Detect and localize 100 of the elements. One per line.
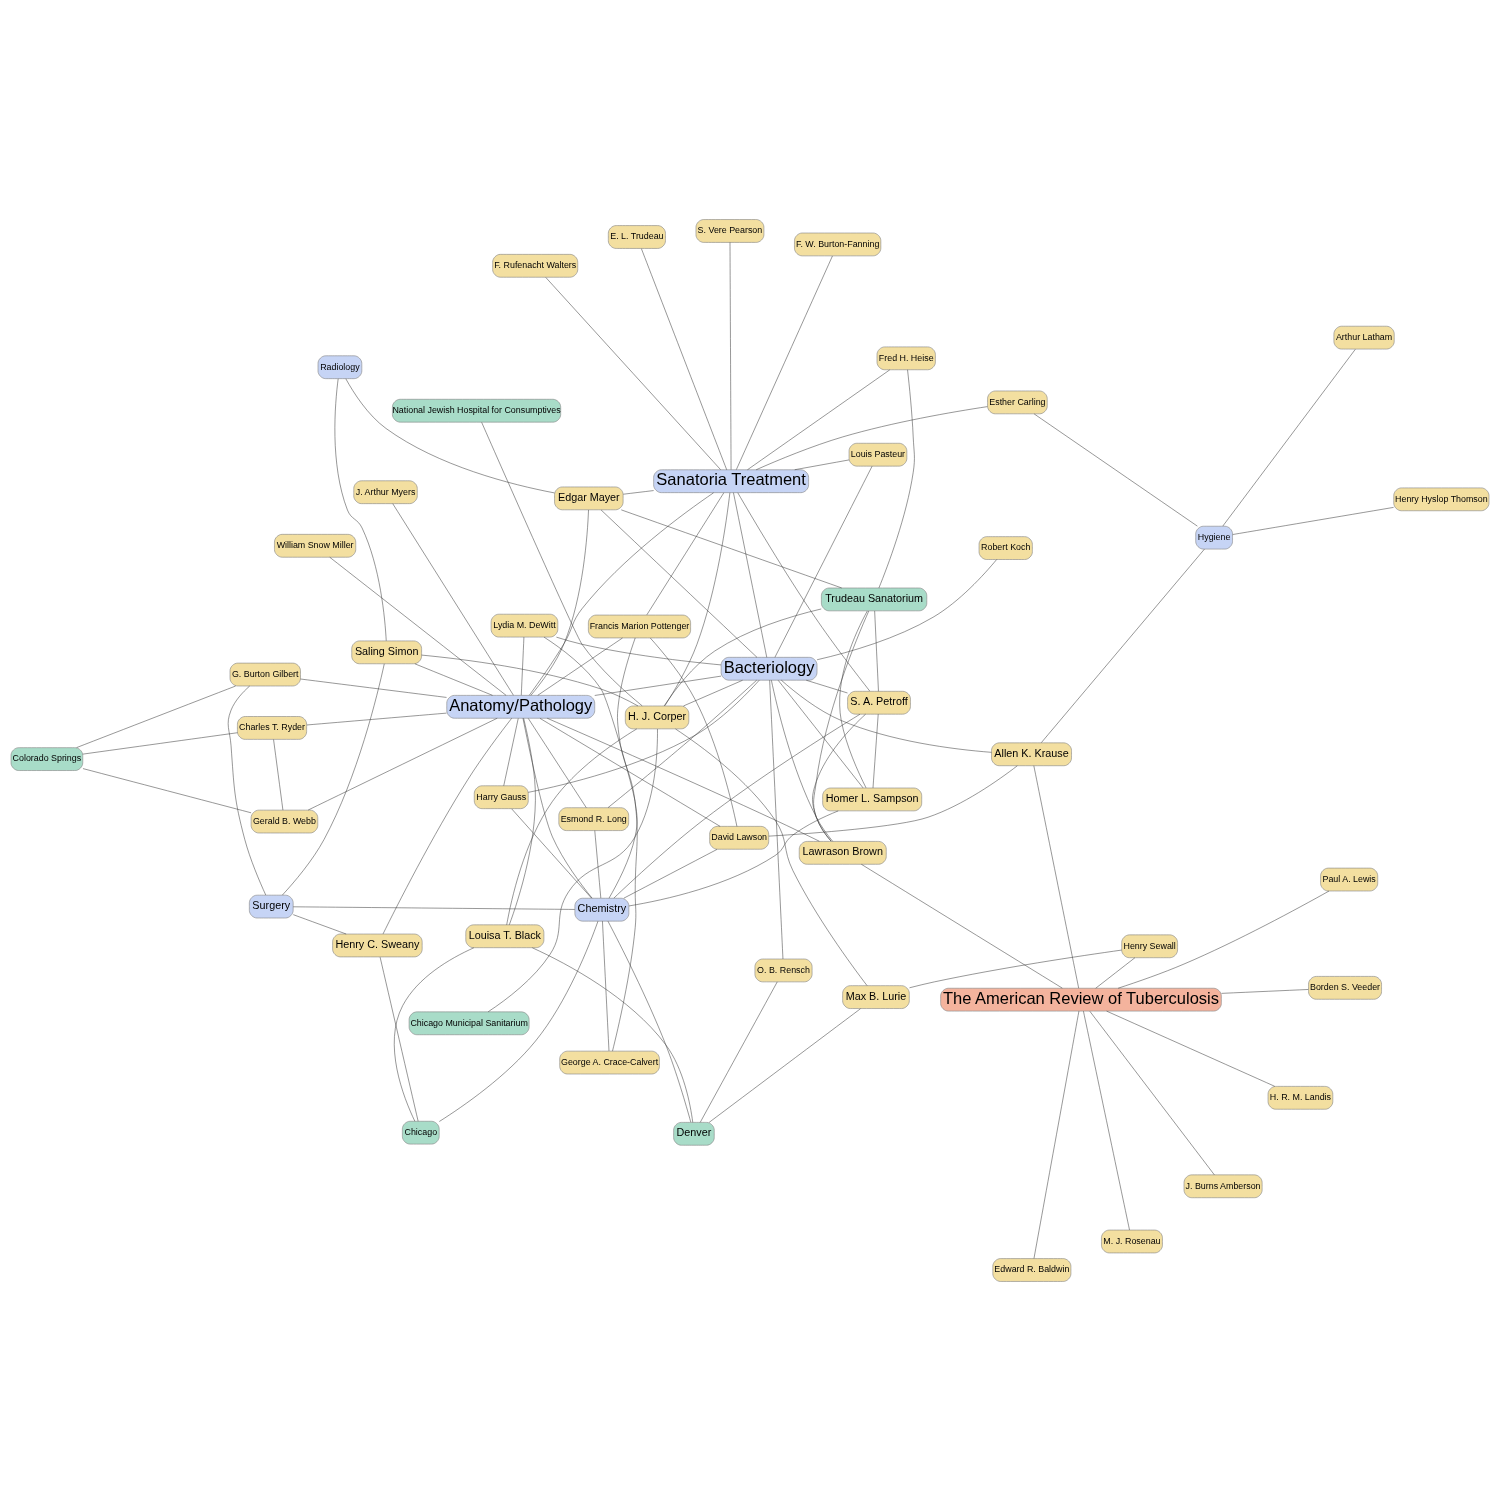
node-box: Henry Sewall [1121,934,1178,958]
node-box: Lydia M. DeWitt [490,613,559,637]
connector [421,654,639,706]
node-box: Anatomy/Pathology [446,694,596,719]
connector [781,679,992,753]
connector [733,492,768,658]
node-box: Louis Pasteur [848,442,908,466]
connector [345,378,555,493]
node-box: Edgar Mayer [554,486,624,510]
node-box: Homer L. Sampson [822,787,923,811]
connector [227,685,266,895]
node-box: David Lawson [709,825,770,850]
node-box: William Snow Miller [274,533,357,558]
node-box: Denver [673,1121,715,1146]
connector [1106,1010,1276,1087]
connector [806,679,848,693]
connector [607,920,692,1122]
connector [623,848,718,898]
connector [650,637,738,827]
node-box: Sanatoria Treatment [653,468,809,493]
node-box: F. W. Burton-Fanning [794,232,882,256]
connector [777,679,864,788]
node-box: Edward R. Baldwin [992,1257,1072,1282]
connector [768,765,1018,836]
node-box: National Jewish Hospital for Consumptives [392,398,562,422]
connector [529,492,714,695]
node-box: Charles T. Ryder [237,715,307,740]
connector [306,712,447,725]
connector [543,636,638,898]
connector [307,717,498,810]
connector [487,728,658,1012]
node-box: The American Review of Tuberculosis [940,987,1222,1011]
node-box: Allen K. Krause [991,742,1072,766]
node-box: J. Arthur Myers [353,479,418,504]
connector [594,675,722,696]
connector [528,679,760,793]
connector [392,503,514,695]
connector [675,728,868,986]
connector [539,717,721,827]
connector [382,717,512,934]
node-box: S. A. Petroff [847,690,911,714]
node-box: J. Burns Amberson [1183,1174,1263,1198]
node-box: H. J. Corper [625,705,690,729]
connector [537,637,623,696]
node-box: Surgery [249,894,294,918]
connector [621,509,842,588]
connector [794,459,850,470]
connector [683,679,743,706]
node-box: Louisa T. Black [465,924,545,948]
connector [300,678,447,698]
node-box: Henry Hyslop Thomson [1393,487,1490,511]
node-box: E. L. Trudeau [608,224,666,249]
connector [774,465,873,657]
connector [546,717,820,841]
connector [530,509,589,696]
connector [600,509,758,658]
node-box: Robert Koch [978,535,1033,560]
connector [769,679,784,959]
connector [664,492,731,706]
node-box: Trudeau Sanatorium [821,587,928,611]
node-box: George A. Crace-Calvert [559,1050,660,1074]
connector [607,679,757,808]
connector [861,863,1063,988]
connector [813,610,870,841]
connector [771,679,833,842]
connector [82,767,252,813]
node-box: Esther Carling [987,390,1048,414]
connector [511,808,592,898]
node-box: O. B. Rensch [754,958,813,982]
node-box: Colorado Springs [10,746,84,771]
node-box: Chicago [402,1120,440,1144]
connector [334,378,387,641]
node-box: F. Rufenacht Walters [492,253,579,278]
node-box: G. Burton Gilbert [229,662,301,686]
node-box: Chemistry [574,897,630,921]
connector [628,810,839,906]
connector [481,421,643,706]
node-box: Henry C. Sweany [332,933,423,957]
node-box: Max B. Lurie [842,984,910,1009]
connector [613,713,861,898]
connector [506,728,637,925]
connector [737,491,871,691]
node-box: Arthur Latham [1333,325,1395,349]
connector [663,608,822,706]
connector [839,610,868,788]
connector [612,637,638,1051]
connector [282,663,385,895]
node-box: Bacteriology [720,656,818,680]
connector [1033,765,1079,988]
node-box: Lawrason Brown [798,840,887,865]
node-box: Esmond R. Long [558,806,629,831]
node-box: Harry Gauss [473,784,529,809]
connector [522,717,593,898]
node-box: S. Vere Pearson [695,218,765,243]
node-box: Fred H. Heise [876,346,936,370]
connector [874,610,879,692]
connector [509,717,536,925]
connector [556,636,722,665]
node-box: M. J. Rosenau [1101,1229,1163,1253]
node-box: H. R. M. Landis [1267,1085,1334,1110]
